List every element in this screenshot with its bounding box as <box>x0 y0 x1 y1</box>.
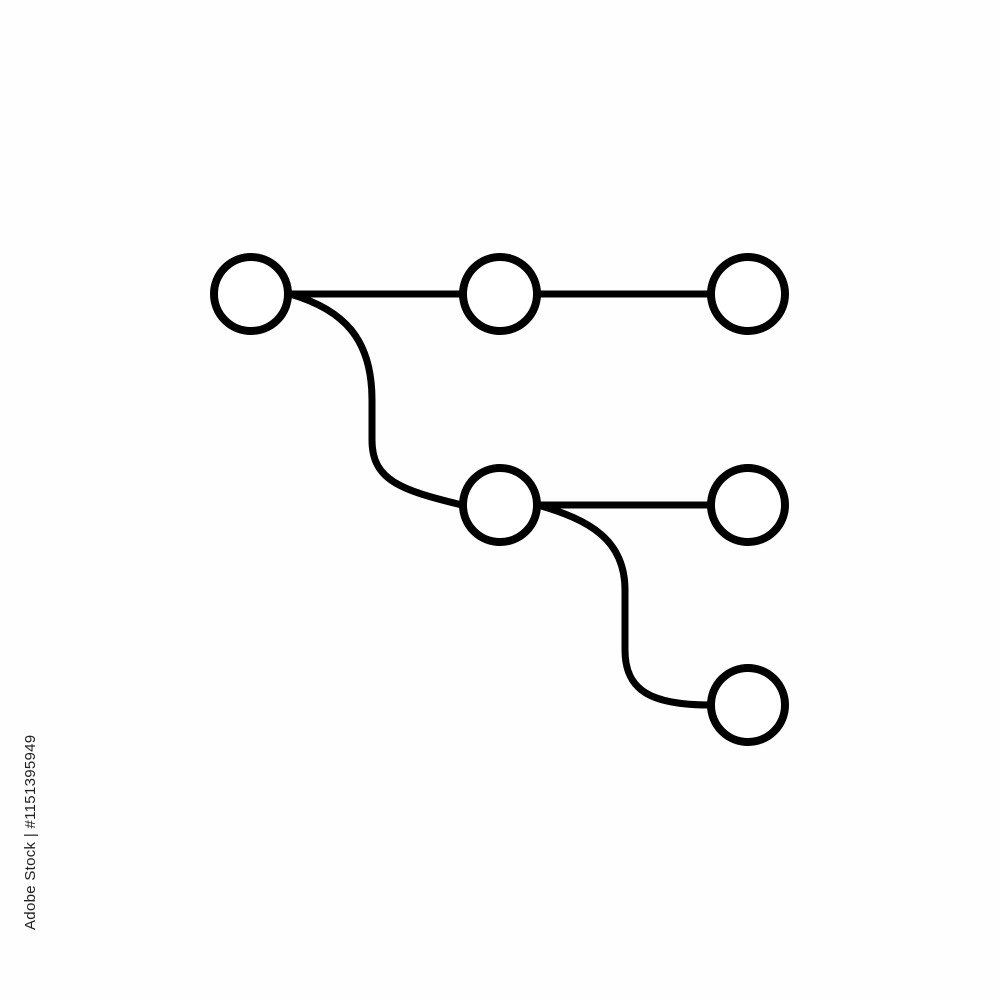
second-curve-connector <box>534 501 714 709</box>
node-middle-right <box>707 464 789 546</box>
node-top-right <box>707 253 789 335</box>
node-bottom-right <box>707 664 789 746</box>
node-top-middle <box>459 253 541 335</box>
first-curve-connector <box>286 290 466 509</box>
node-root <box>210 253 292 335</box>
node-middle <box>459 464 541 546</box>
stock-id-label: Adobe Stock | #1151395949 <box>22 734 39 930</box>
